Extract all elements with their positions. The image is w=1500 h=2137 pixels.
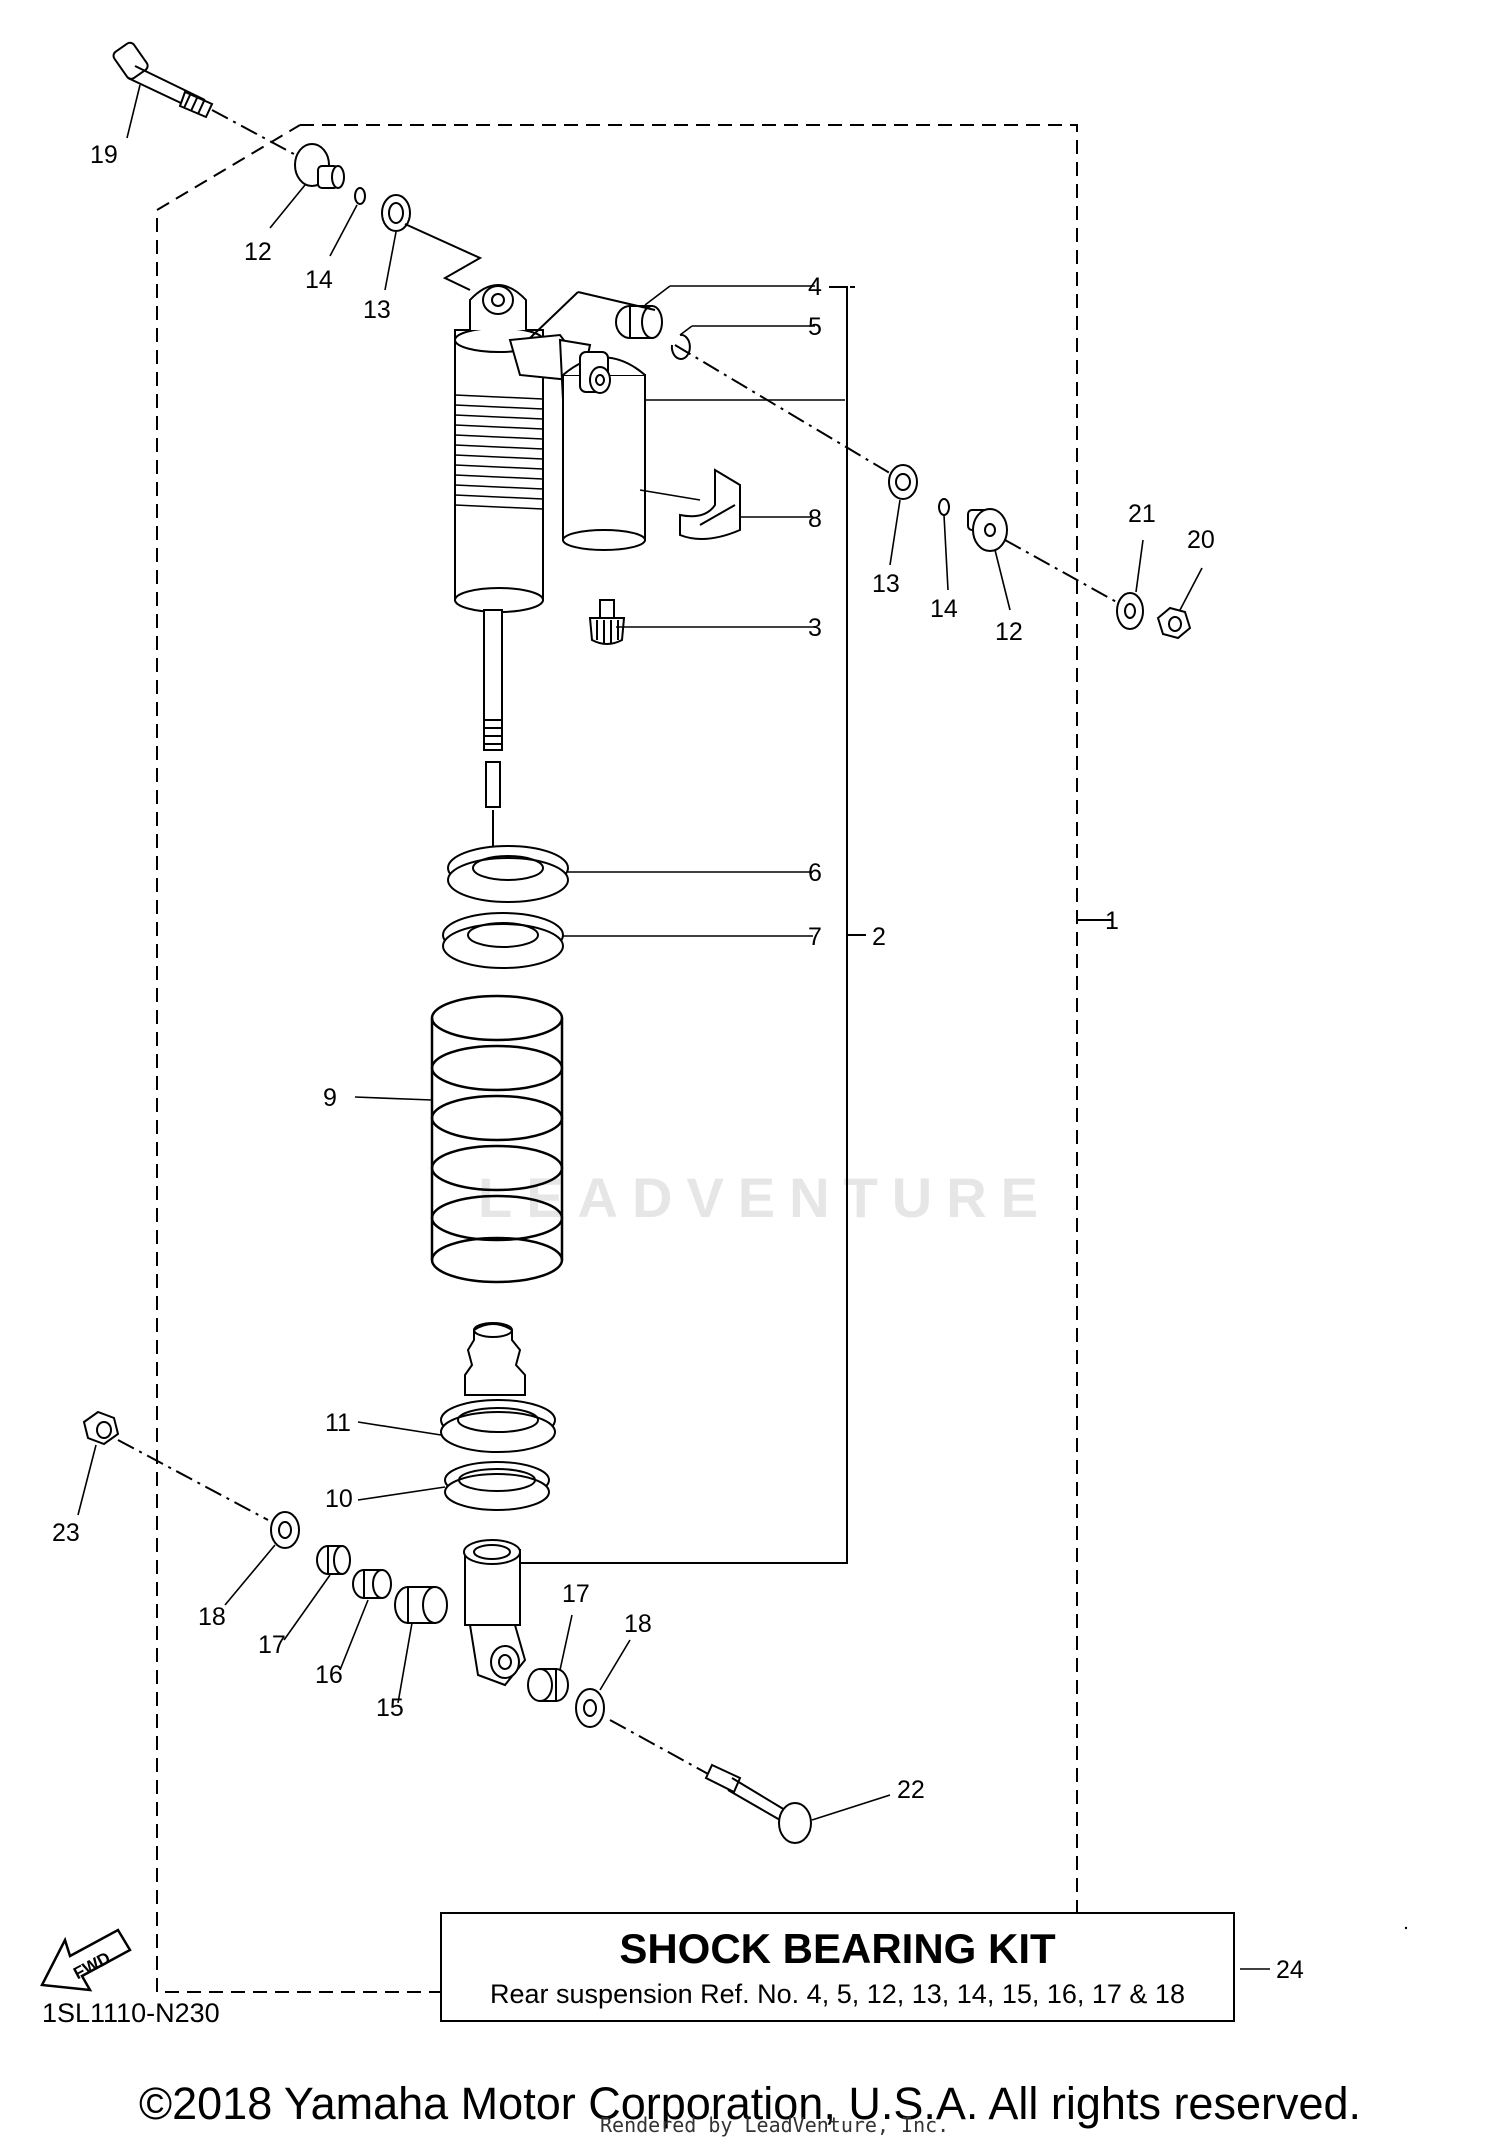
callout-12-right: 12 [995, 618, 1023, 646]
collar-12-right [967, 508, 1008, 552]
circlip-5 [670, 333, 691, 360]
callout-7: 7 [808, 923, 822, 951]
spring-9 [430, 994, 564, 1284]
nut-23 [82, 1410, 120, 1446]
callout-12-upper: 12 [244, 238, 272, 266]
collar-12-upper [294, 143, 345, 189]
watermark: LEADVENTURE [478, 1166, 1053, 1229]
callout-14-right: 14 [930, 595, 958, 623]
callout-13-right: 13 [872, 570, 900, 598]
bolt-22 [704, 1763, 812, 1844]
callout-1: 1 [1105, 907, 1119, 935]
callout-numbers: 19 12 14 13 4 5 8 3 6 7 2 1 13 14 12 21 … [52, 141, 1304, 1984]
callout-17-left: 17 [258, 1631, 286, 1659]
callout-21: 21 [1128, 500, 1156, 528]
copyright-notice: ©2018 Yamaha Motor Corporation, U.S.A. A… [138, 2078, 1362, 2129]
bump-stop [464, 1322, 526, 1396]
diagram-code: 1SL1110-N230 [42, 1998, 220, 2028]
kit-subtitle: Rear suspension Ref. No. 4, 5, 12, 13, 1… [490, 1979, 1185, 2009]
callout-18-right: 18 [624, 1610, 652, 1638]
reservoir [508, 333, 646, 551]
callout-24: 24 [1276, 1956, 1304, 1984]
callout-4: 4 [808, 273, 822, 301]
callout-3: 3 [808, 614, 822, 642]
collar-17-left [316, 1545, 351, 1575]
subassembly-bracket [518, 286, 848, 1564]
collar-16 [352, 1569, 392, 1599]
collar-4 [615, 305, 663, 339]
spring-seat-11 [440, 1399, 556, 1453]
bolt-19 [112, 41, 214, 119]
lower-clevis [463, 1539, 527, 1687]
callout-22: 22 [897, 1776, 925, 1804]
bearing-13-upper [381, 194, 411, 232]
fwd-arrow-icon: FWD [40, 1928, 132, 1992]
bearing-15 [394, 1586, 448, 1624]
reservoir-thread-lines [454, 394, 544, 510]
collar-17-right [527, 1668, 569, 1702]
callout-2: 2 [872, 923, 886, 951]
callout-5: 5 [808, 313, 822, 341]
callout-11: 11 [325, 1409, 351, 1437]
leader-lines [77, 84, 1270, 1970]
callout-13-upper: 13 [363, 296, 391, 324]
spring-seat-10 [444, 1461, 550, 1511]
washer-21 [1116, 592, 1144, 630]
callout-8: 8 [808, 505, 822, 533]
bearing-13-right [888, 464, 918, 500]
callout-6: 6 [808, 859, 822, 887]
spring-adjuster-6 [447, 845, 569, 903]
nut-20 [1156, 606, 1192, 640]
callout-16: 16 [315, 1661, 343, 1689]
washer-18-left [270, 1511, 300, 1549]
callout-15: 15 [376, 1694, 404, 1722]
kit-title: SHOCK BEARING KIT [619, 1925, 1056, 1972]
o-ring-14-right [938, 498, 950, 516]
rendered-by-credit: Rendered by LeadVenture, Inc. [600, 2113, 950, 2137]
band-8 [679, 468, 741, 540]
callout-10: 10 [325, 1485, 353, 1513]
callout-23: 23 [52, 1519, 80, 1547]
locknut-7 [442, 912, 564, 969]
callout-19: 19 [90, 141, 118, 169]
callout-20: 20 [1187, 526, 1215, 554]
piston-rod [483, 609, 503, 870]
valve-3 [588, 599, 626, 645]
callout-18-left: 18 [198, 1603, 226, 1631]
callout-14-upper: 14 [305, 266, 333, 294]
shock-bearing-kit-box: SHOCK BEARING KIT Rear suspension Ref. N… [440, 1912, 1235, 2022]
washer-18-right [575, 1688, 605, 1728]
callout-17-right: 17 [562, 1580, 590, 1608]
callout-9: 9 [323, 1084, 337, 1112]
o-ring-14-upper [354, 187, 366, 205]
